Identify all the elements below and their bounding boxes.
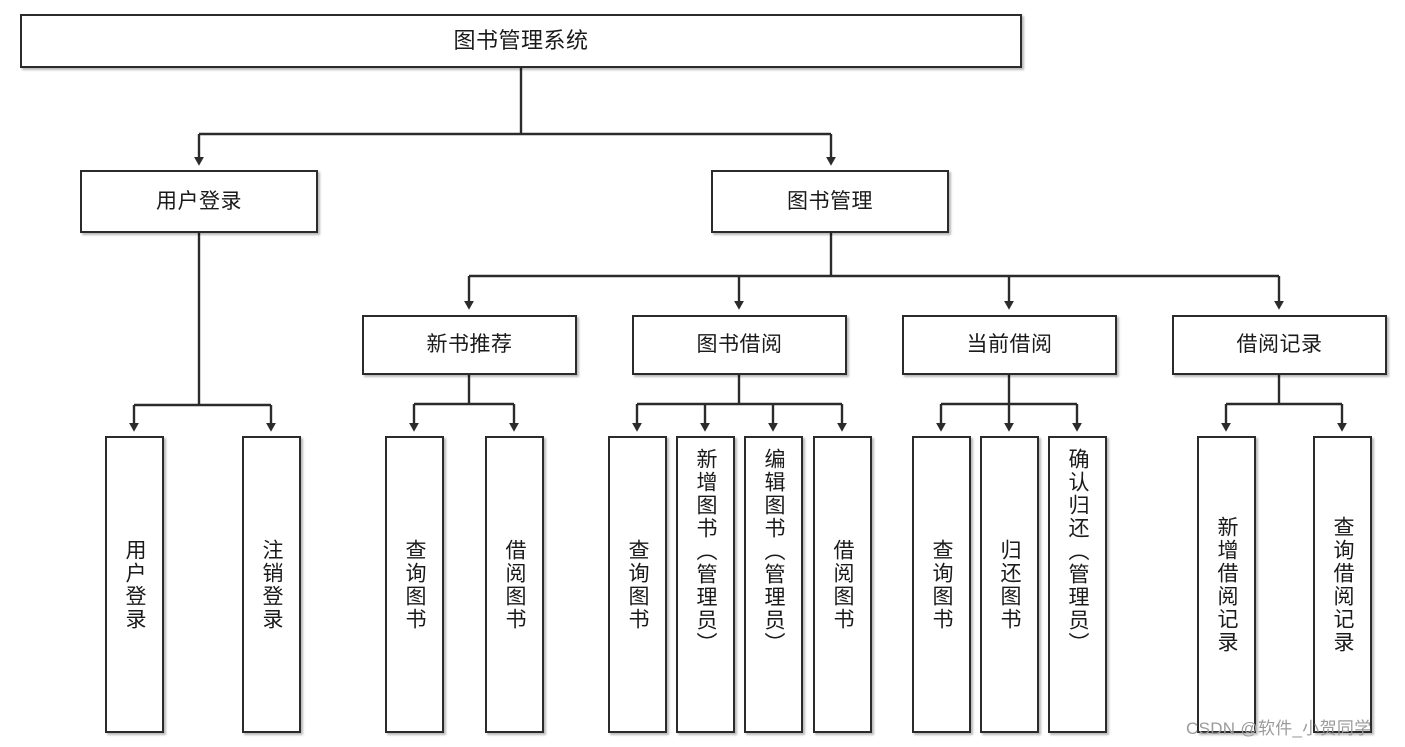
- node-user-login[interactable]: 用户登录: [80, 170, 318, 233]
- leaf-current-borrow-return[interactable]: 归还图书: [980, 436, 1039, 733]
- node-borrow-record[interactable]: 借阅记录: [1172, 315, 1387, 375]
- node-label: 编辑图书（管理员）: [762, 448, 785, 655]
- node-label: 借阅记录: [1236, 333, 1323, 357]
- node-label: 查询借阅记录: [1331, 515, 1354, 654]
- node-label: 新增图书（管理员）: [694, 448, 717, 655]
- node-label: 借阅图书: [503, 538, 526, 631]
- leaf-current-borrow-query[interactable]: 查询图书: [912, 436, 971, 733]
- node-label: 查询图书: [930, 538, 953, 631]
- leaf-book-borrow-edit-admin[interactable]: 编辑图书（管理员）: [744, 436, 803, 733]
- leaf-borrow-record-query[interactable]: 查询借阅记录: [1313, 436, 1372, 733]
- leaf-book-borrow-add-admin[interactable]: 新增图书（管理员）: [676, 436, 735, 733]
- leaf-new-book-query[interactable]: 查询图书: [385, 436, 444, 733]
- node-label: 用户登录: [123, 538, 146, 631]
- node-label: 新书推荐: [426, 333, 513, 357]
- node-label: 新增借阅记录: [1215, 515, 1238, 654]
- leaf-book-borrow-borrow[interactable]: 借阅图书: [813, 436, 872, 733]
- node-label: 用户登录: [156, 189, 242, 213]
- node-current-borrow[interactable]: 当前借阅: [902, 315, 1117, 375]
- node-label: 查询图书: [403, 538, 426, 631]
- node-label: 借阅图书: [831, 538, 854, 631]
- leaf-current-borrow-confirm-return-admin[interactable]: 确认归还（管理员）: [1048, 436, 1107, 733]
- node-label: 归还图书: [998, 538, 1021, 631]
- node-new-book-recommend[interactable]: 新书推荐: [362, 315, 577, 375]
- leaf-book-borrow-query[interactable]: 查询图书: [608, 436, 667, 733]
- node-label: 确认归还（管理员）: [1066, 448, 1089, 655]
- node-label: 图书管理: [787, 189, 873, 213]
- node-book-management[interactable]: 图书管理: [711, 170, 949, 233]
- leaf-user-login-logout[interactable]: 注销登录: [242, 436, 301, 733]
- leaf-new-book-borrow[interactable]: 借阅图书: [485, 436, 544, 733]
- node-label: 当前借阅: [966, 333, 1053, 357]
- node-label: 图书借阅: [696, 333, 783, 357]
- node-book-borrow[interactable]: 图书借阅: [632, 315, 847, 375]
- leaf-user-login-login[interactable]: 用户登录: [105, 436, 164, 733]
- leaf-borrow-record-add[interactable]: 新增借阅记录: [1197, 436, 1256, 733]
- node-label: 查询图书: [626, 538, 649, 631]
- csdn-watermark: CSDN @软件_小贺同学: [1186, 719, 1372, 738]
- node-label: 注销登录: [260, 538, 283, 631]
- node-label: 图书管理系统: [453, 27, 589, 53]
- node-root-book-management-system[interactable]: 图书管理系统: [20, 14, 1022, 68]
